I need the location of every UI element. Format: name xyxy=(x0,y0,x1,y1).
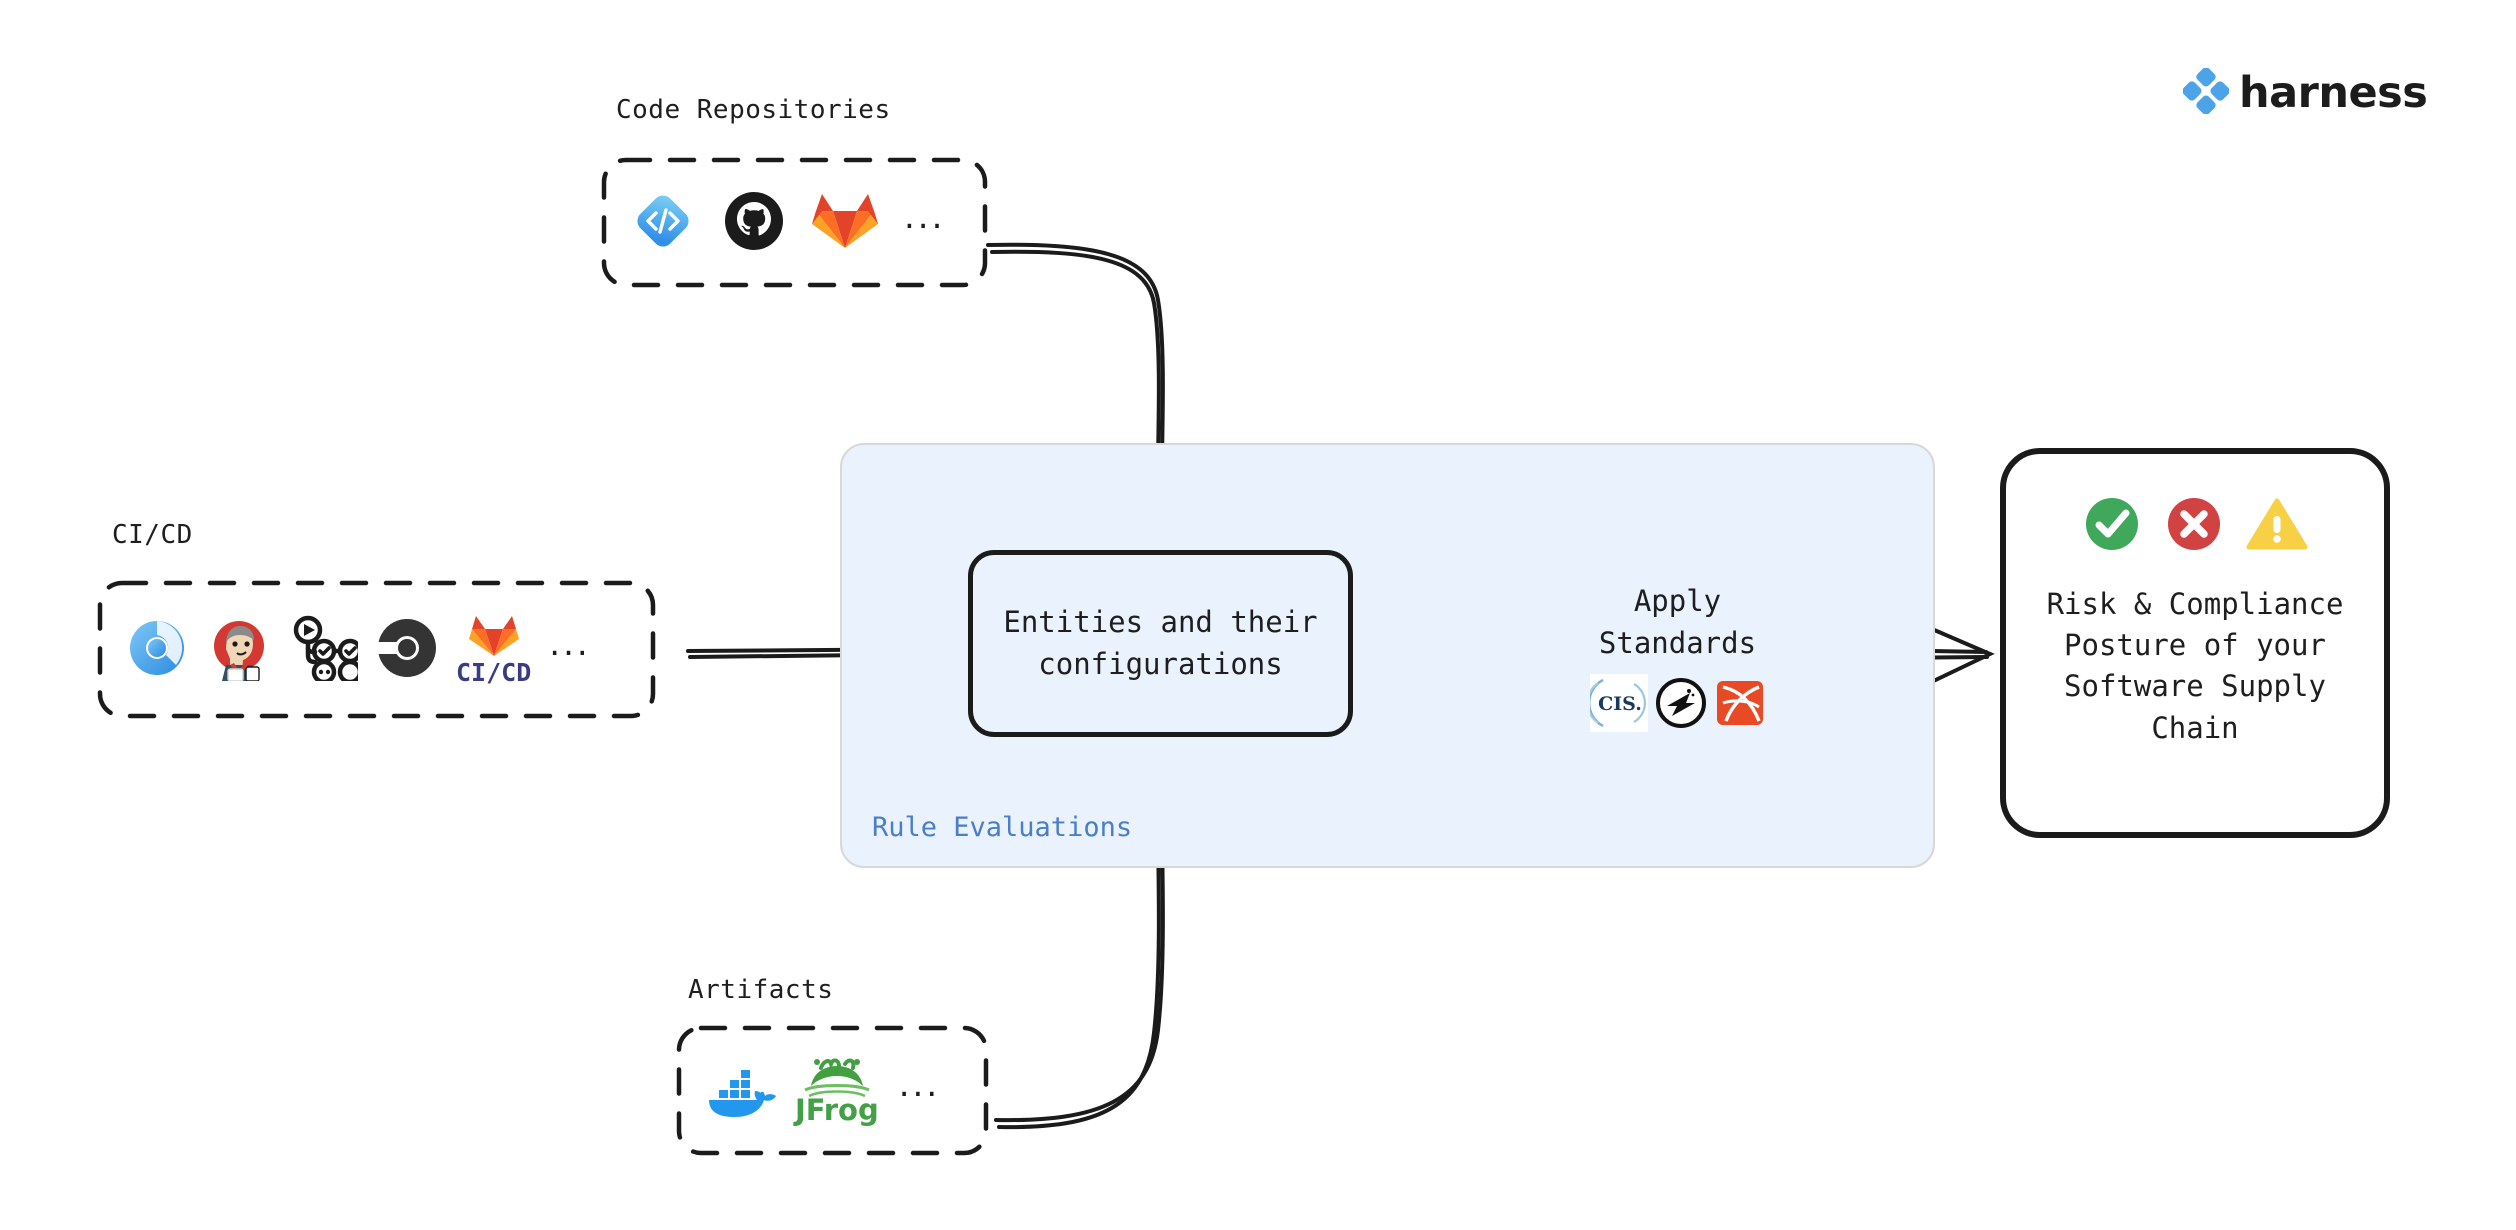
cis-benchmark-icon: CIS. xyxy=(1585,673,1648,736)
slsa-icon xyxy=(1654,676,1708,734)
entities-node-label: Entities and their configurations xyxy=(1003,605,1318,681)
error-circle-icon xyxy=(2164,494,2224,558)
harness-logo[interactable]: harness xyxy=(2182,67,2428,118)
code-repositories-ellipsis: ... xyxy=(904,196,946,237)
docker-icon[interactable] xyxy=(705,1058,779,1124)
harness-diamond-icon xyxy=(2182,67,2230,118)
github-icon[interactable] xyxy=(722,189,786,257)
code-repositories-box[interactable]: ... xyxy=(604,160,985,285)
gitlab-cicd-icon[interactable]: CI/CD xyxy=(456,614,531,685)
jenkins-icon[interactable] xyxy=(206,615,272,685)
result-node-label: Risk & Compliance Posture of your Softwa… xyxy=(2046,587,2344,745)
github-actions-icon[interactable] xyxy=(290,615,363,685)
standards-icon-row: CIS. xyxy=(1585,673,1766,736)
gitlab-icon[interactable] xyxy=(812,190,878,256)
code-repositories-label: Code Repositories xyxy=(616,95,891,125)
check-circle-icon xyxy=(2082,494,2142,558)
cicd-ellipsis: ... xyxy=(549,623,591,664)
jfrog-icon[interactable]: JFrog xyxy=(795,1056,879,1125)
harness-wordmark: harness xyxy=(2239,67,2428,118)
rule-evaluations-label: Rule Evaluations xyxy=(872,812,1133,843)
artifacts-label: Artifacts xyxy=(688,975,834,1005)
warning-triangle-icon xyxy=(2246,494,2308,558)
svg-text:CIS.: CIS. xyxy=(1598,693,1642,715)
azure-pipelines-icon[interactable] xyxy=(126,617,188,683)
artifacts-box[interactable]: JFrog ... xyxy=(679,1028,986,1153)
circleci-icon[interactable] xyxy=(376,617,438,683)
gitlab-cicd-text: CI/CD xyxy=(456,658,532,687)
entities-node[interactable]: Entities and their configurations xyxy=(968,550,1353,737)
cicd-box[interactable]: CI/CD ... xyxy=(100,583,653,716)
cicd-label: CI/CD xyxy=(112,520,193,550)
code-brackets-icon[interactable] xyxy=(630,188,696,258)
apply-standards-node[interactable]: Apply Standards CIS. xyxy=(1500,477,1855,832)
jfrog-wordmark: JFrog xyxy=(795,1093,879,1127)
result-node[interactable]: Risk & Compliance Posture of your Softwa… xyxy=(2000,448,2390,838)
status-icon-row xyxy=(2082,494,2308,558)
owasp-icon xyxy=(1714,677,1766,733)
apply-standards-label: Apply Standards xyxy=(1598,584,1757,660)
artifacts-ellipsis: ... xyxy=(898,1064,941,1105)
